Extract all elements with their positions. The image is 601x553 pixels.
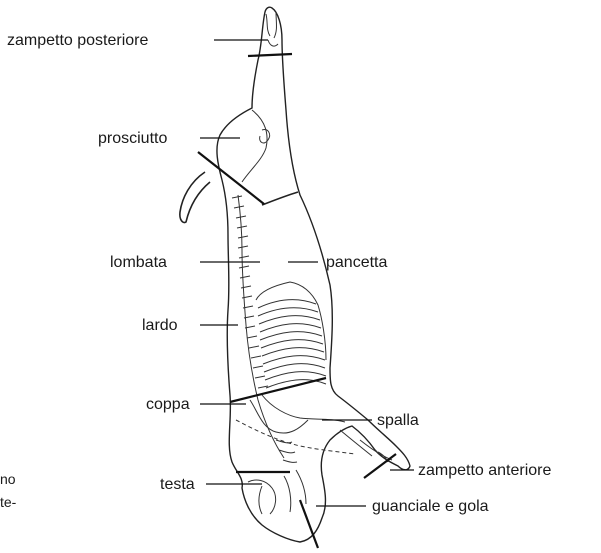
label-zampetto-anteriore: zampetto anteriore (418, 462, 552, 479)
tail-hook (180, 172, 210, 223)
label-prosciutto: prosciutto (98, 130, 167, 147)
caption-fragment-1: no (0, 471, 16, 487)
label-zampetto-posteriore: zampetto posteriore (7, 32, 149, 49)
label-spalla: spalla (377, 412, 419, 429)
label-guanciale-gola: guanciale e gola (372, 498, 489, 515)
cut-hind-trotter (248, 54, 292, 56)
label-pancetta: pancetta (326, 254, 387, 271)
cut-front-trotter (364, 454, 396, 478)
carcass-outline (217, 7, 410, 542)
caption-fragment-2: te- (0, 494, 17, 510)
label-coppa: coppa (146, 396, 190, 413)
cropped-caption: no te- (0, 471, 17, 510)
label-lardo: lardo (142, 317, 178, 334)
label-lombata: lombata (110, 254, 167, 271)
carcass-drawing (180, 7, 410, 542)
label-testa: testa (160, 476, 195, 493)
